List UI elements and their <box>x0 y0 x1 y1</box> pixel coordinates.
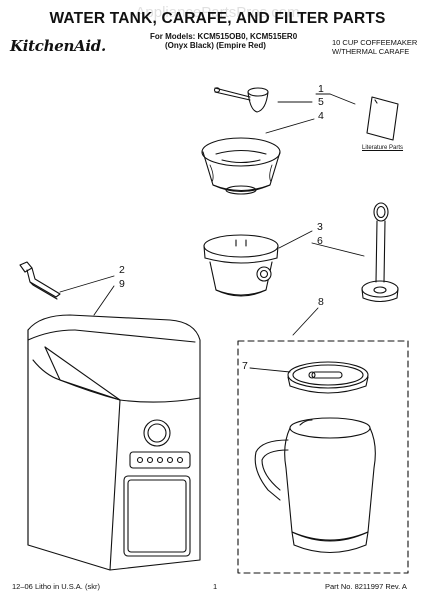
leader-lines <box>59 93 365 373</box>
drip-stop-drawing <box>361 202 399 303</box>
basket-filter-drawing <box>201 137 281 195</box>
literature-parts-label: Literature Parts <box>362 145 404 151</box>
watermark: AppliancePartsPros.com <box>135 4 300 21</box>
part-number: Part No. 8211997 Rev. A <box>325 582 407 591</box>
page-number: 1 <box>213 582 218 591</box>
callout-4: 4 <box>318 110 324 122</box>
callout-1: 1 <box>318 83 324 95</box>
colors-line: (Onyx Black) (Empire Red) <box>165 41 266 50</box>
filter-holder-drawing <box>203 234 279 297</box>
models-line: For Models: KCM515OB0, KCM515ER0 <box>150 32 298 41</box>
water-tube-drawing <box>19 261 61 300</box>
literature-booklet-drawing <box>366 96 399 141</box>
callout-3: 3 <box>317 221 323 233</box>
callout-7: 7 <box>242 360 248 372</box>
measuring-scoop-drawing <box>213 87 269 113</box>
brand-logo: KitchenAid. <box>10 37 106 55</box>
callout-6: 6 <box>317 235 323 247</box>
product-description-line2: W/THERMAL CARAFE <box>332 47 410 56</box>
callout-2: 2 <box>119 264 125 276</box>
callout-9: 9 <box>119 278 125 290</box>
coffeemaker-body-drawing <box>27 314 201 571</box>
carafe-lid-drawing <box>287 361 369 394</box>
callout-5: 5 <box>318 96 324 108</box>
footer-print-info: 12–06 Litho in U.S.A. (skr) <box>12 582 100 591</box>
callout-8: 8 <box>318 296 324 308</box>
thermal-carafe-drawing <box>254 417 376 553</box>
product-description-line1: 10 CUP COFFEEMAKER <box>332 38 418 47</box>
page-title: WATER TANK, CARAFE, AND FILTER PARTS <box>49 10 386 27</box>
carafe-assembly-box <box>237 340 409 574</box>
